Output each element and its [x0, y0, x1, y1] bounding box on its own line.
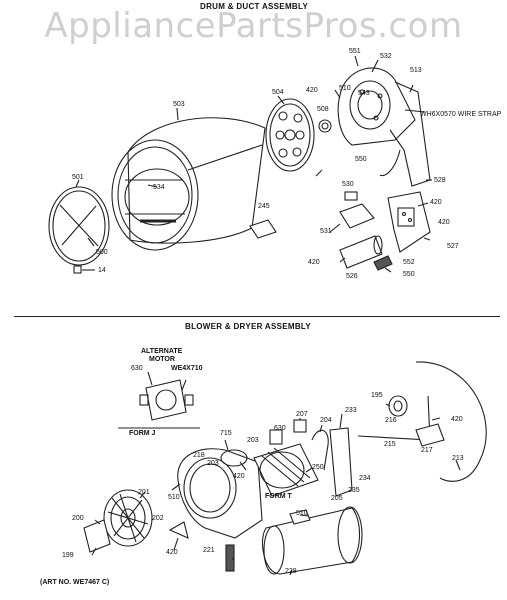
drum-duct-title: DRUM & DUCT ASSEMBLY — [200, 2, 309, 11]
label-531: 531 — [320, 228, 332, 235]
label-550-a: 550 — [355, 156, 367, 163]
label-527: 527 — [447, 243, 459, 250]
clamp-203 — [220, 449, 248, 467]
label-215: 215 — [384, 441, 396, 448]
strip-221 — [225, 544, 235, 572]
label-630-a: 630 — [131, 365, 143, 372]
rear-bulkhead-551 — [337, 67, 416, 146]
motor-250 — [253, 443, 319, 497]
label-630-b: 630 — [274, 425, 286, 432]
label-508: 508 — [317, 106, 329, 113]
label-205: 205 — [331, 495, 343, 502]
blower-housing-218 — [177, 448, 263, 539]
label-420-d: 420 — [308, 259, 320, 266]
art-number: (ART NO. WE7467 C) — [40, 579, 110, 586]
label-234: 234 — [359, 475, 371, 482]
duct-228 — [261, 506, 363, 575]
label-526: 526 — [346, 273, 358, 280]
label-233: 233 — [345, 407, 357, 414]
label-213: 213 — [452, 455, 464, 462]
label-221: 221 — [203, 547, 215, 554]
label-245: 245 — [258, 203, 270, 210]
belt-213 — [415, 361, 487, 482]
thermostat-531 — [339, 203, 375, 229]
clip-552 — [373, 255, 393, 271]
alternate-motor-title: ALTERNATE — [141, 348, 183, 355]
label-543: 543 — [358, 90, 370, 97]
label-510-c: 510 — [296, 510, 308, 517]
label-420-b: 420 — [430, 199, 442, 206]
label-216: 216 — [385, 417, 397, 424]
label-500: 500 — [96, 249, 108, 256]
label-552: 552 — [403, 259, 415, 266]
label-420-e: 420 — [451, 416, 463, 423]
label-235: 235 — [348, 487, 360, 494]
label-420-c: 420 — [438, 219, 450, 226]
label-501: 501 — [72, 174, 84, 181]
label-201: 201 — [138, 489, 150, 496]
blower-dryer-title: BLOWER & DRYER ASSEMBLY — [185, 322, 312, 331]
label-504: 504 — [272, 89, 284, 96]
label-203-a: 203 — [247, 437, 259, 444]
label-250: 250 — [312, 464, 324, 471]
harness-204 — [311, 429, 329, 471]
label-551: 551 — [349, 48, 361, 55]
fuse-530 — [344, 191, 358, 201]
alternate-motor-inset — [118, 379, 200, 429]
bearing-508 — [318, 119, 332, 133]
duct-528 — [379, 81, 431, 187]
blower-wheel-201 — [103, 489, 153, 547]
label-14: 14 — [98, 267, 106, 274]
label-207: 207 — [296, 411, 308, 418]
pad-245 — [249, 219, 277, 239]
watermark: AppliancePartsPros.com — [44, 6, 463, 46]
label-534: 534 — [153, 184, 165, 191]
part-207 — [293, 419, 307, 433]
label-420-a: 420 — [306, 87, 318, 94]
label-199: 199 — [62, 552, 74, 559]
label-510-a: 510 — [339, 85, 351, 92]
label-420-g: 420 — [166, 549, 178, 556]
label-550-b: 550 — [403, 271, 415, 278]
bracket-527 — [387, 191, 431, 253]
label-204: 204 — [320, 417, 332, 424]
label-wire-strap: WH6X0570 WIRE STRAP — [420, 111, 502, 118]
label-form-t: FORM T — [265, 493, 292, 500]
label-200: 200 — [72, 515, 84, 522]
clip-14 — [73, 265, 82, 274]
connector-510 — [289, 509, 311, 525]
bracket-205 — [329, 427, 353, 497]
label-513: 513 — [410, 67, 422, 74]
label-530: 530 — [342, 181, 354, 188]
idler-216 — [388, 395, 408, 417]
label-532: 532 — [380, 53, 392, 60]
switch-630 — [269, 429, 283, 445]
label-218: 218 — [193, 452, 205, 459]
alternate-motor-title-2: MOTOR — [149, 356, 175, 363]
drum-seal-501 — [48, 186, 110, 266]
label-195: 195 — [371, 392, 383, 399]
alternate-motor-form: FORM J — [129, 430, 156, 437]
label-202: 202 — [152, 515, 164, 522]
section-divider — [14, 316, 500, 317]
label-503: 503 — [173, 101, 185, 108]
label-420-f: 420 — [233, 473, 245, 480]
label-510-b: 510 — [168, 494, 180, 501]
plug-200 — [83, 519, 111, 553]
drum-503 — [111, 117, 266, 251]
label-228: 228 — [285, 568, 297, 575]
label-203-b: 203 — [207, 460, 219, 467]
label-217: 217 — [421, 447, 433, 454]
plate-217 — [415, 423, 445, 447]
capacitor-526 — [339, 235, 383, 269]
label-528: 528 — [434, 177, 446, 184]
alternate-motor-part: WE4X710 — [171, 365, 203, 372]
part-202 — [168, 521, 189, 539]
label-715: 715 — [220, 430, 232, 437]
drum-back-504 — [265, 98, 315, 172]
